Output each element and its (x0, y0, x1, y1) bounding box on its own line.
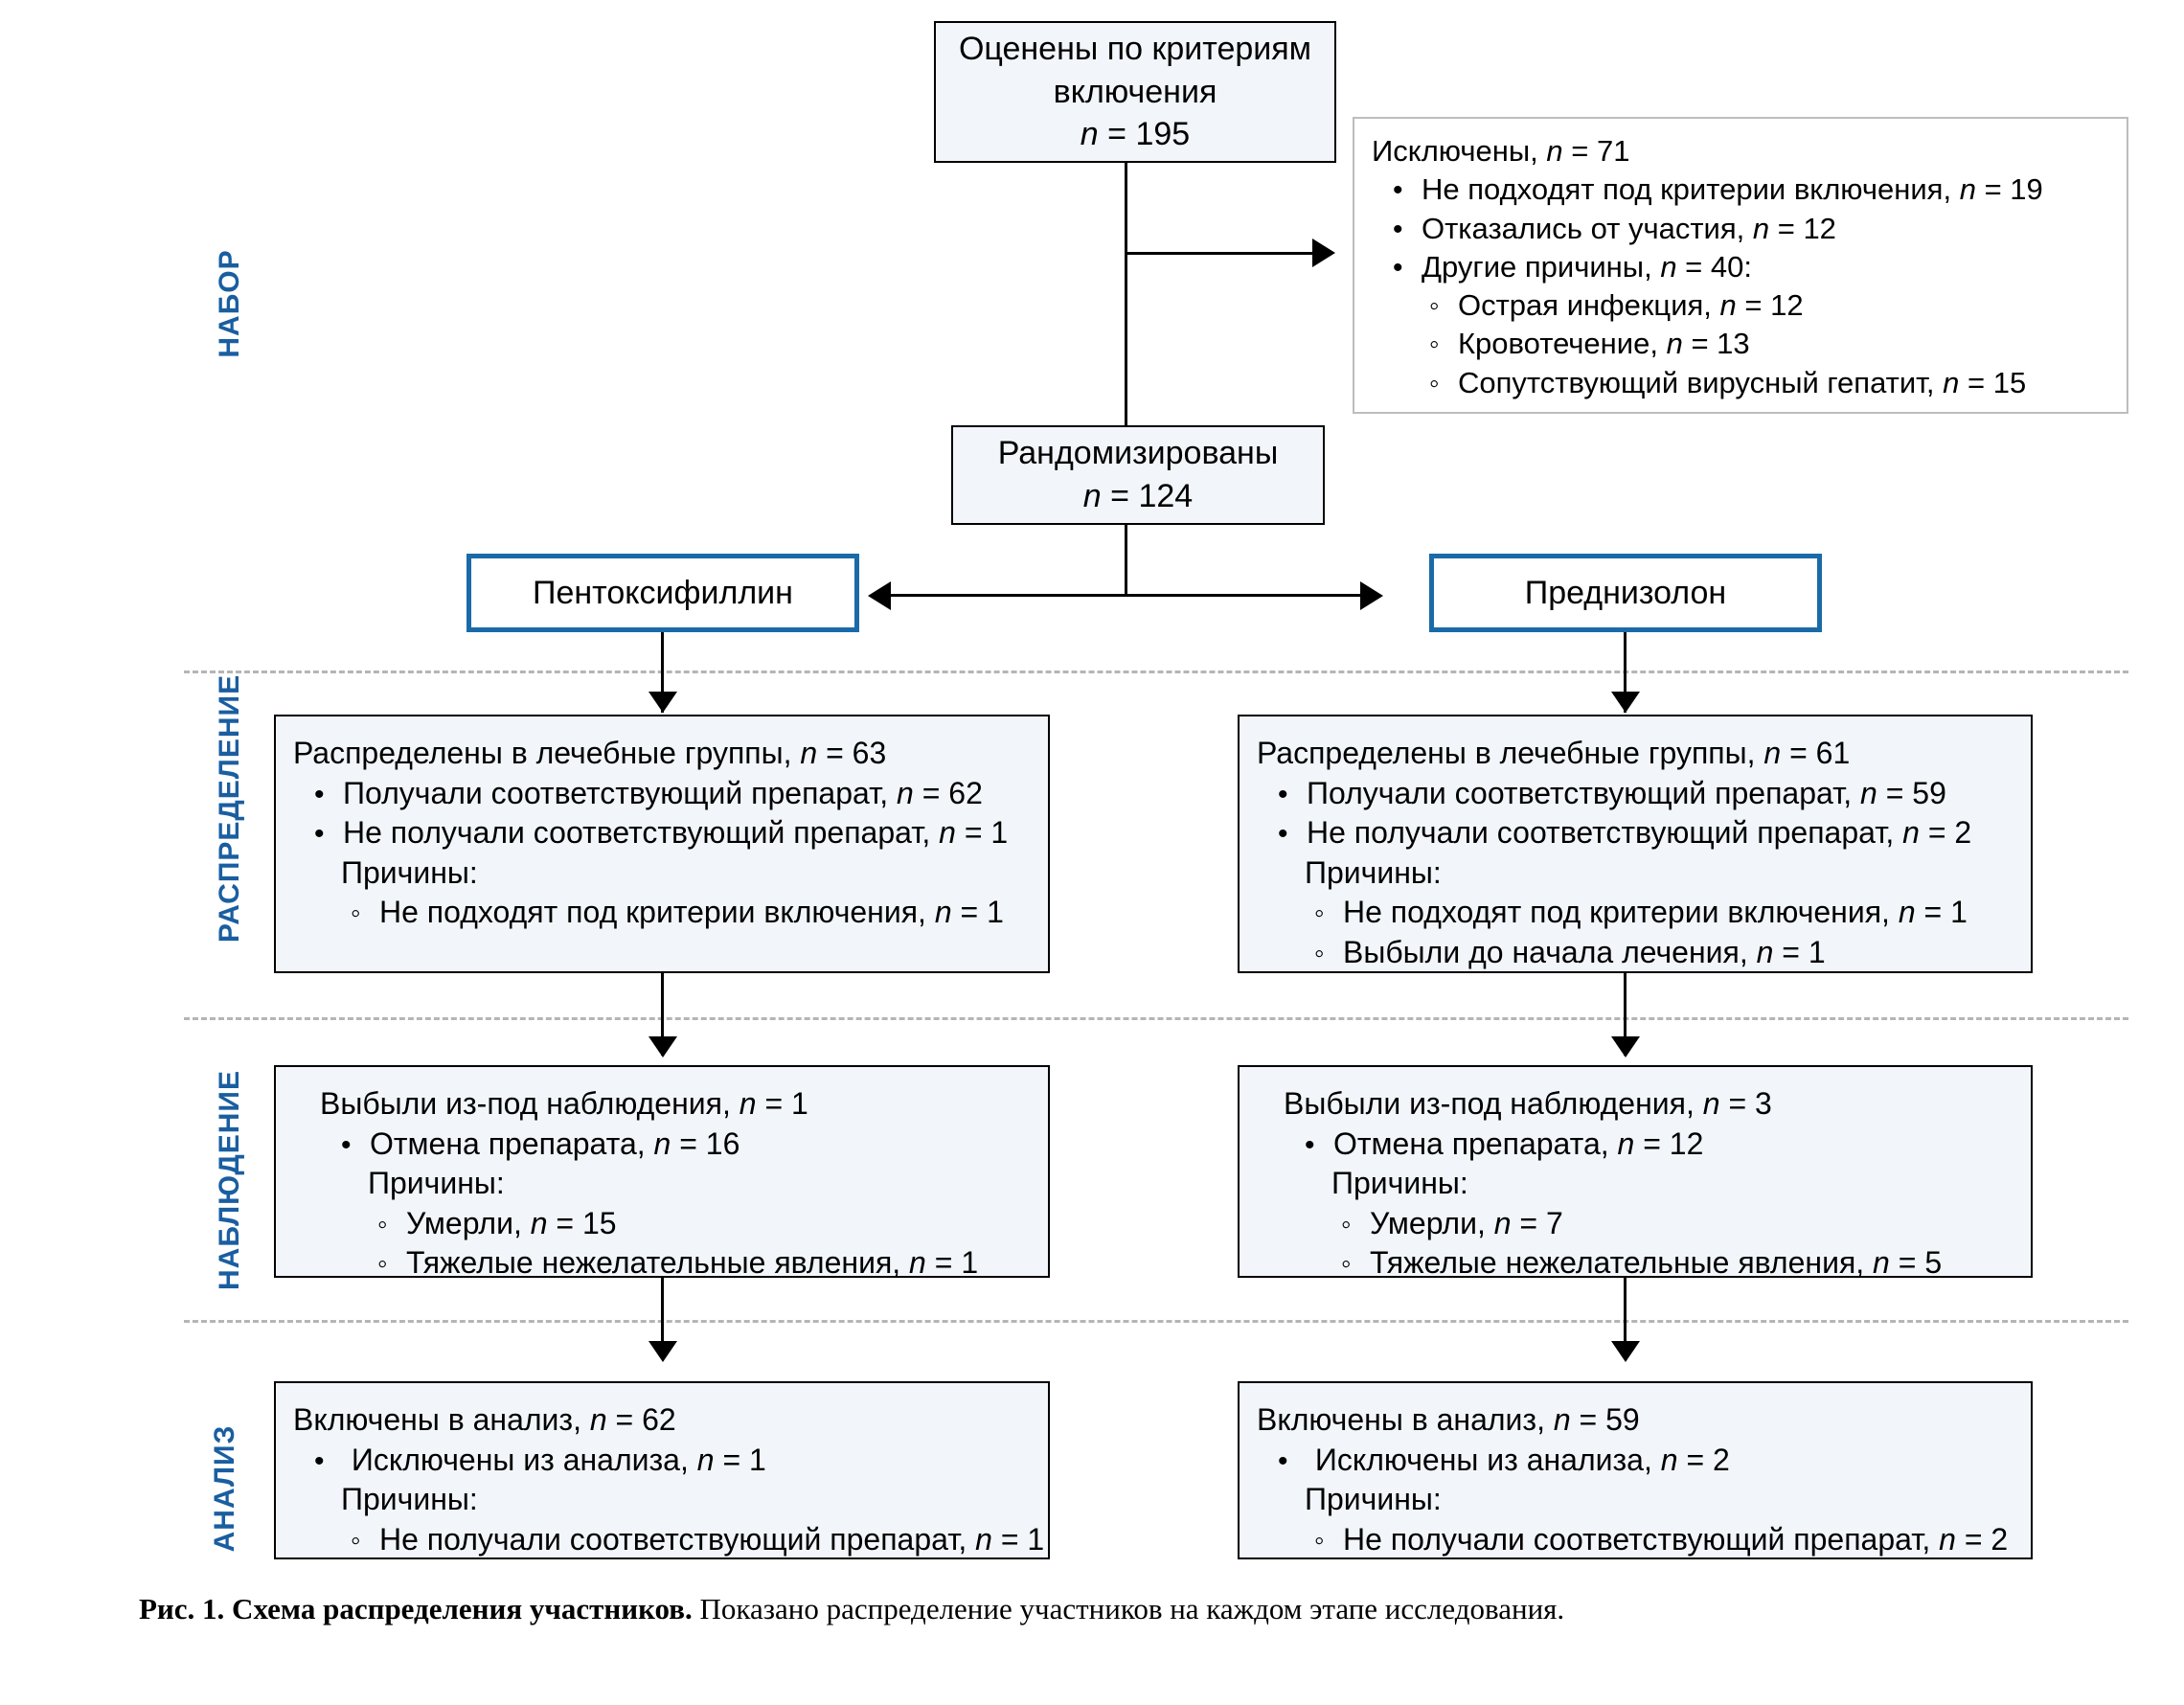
randomized-n: n = 124 (1082, 478, 1194, 514)
allocation-right-item: Не получали соответствующий препарат, n … (1257, 813, 2015, 853)
node-excluded: Исключены, n = 71 Не подходят под критер… (1353, 117, 2128, 414)
followup-right-reasons-label: Причины: (1331, 1166, 1468, 1201)
arrow-to-excluded (1312, 239, 1335, 267)
analysis-left-item: Исключены из анализа, n = 1 (293, 1441, 1033, 1481)
excluded-item: Не подходят под критерии включения, n = … (1372, 170, 2111, 209)
analysis-left-subitem: Не получали соответствующий препарат, n … (293, 1520, 1044, 1560)
connector-arm-right-down (1624, 632, 1627, 713)
arrow-arm-left-down (648, 692, 677, 713)
divider-analysis (184, 1320, 2128, 1323)
stage-label-enrollment: НАБОР (214, 249, 245, 358)
allocation-right-item: Получали соответствующий препарат, n = 5… (1257, 774, 2015, 814)
allocation-right-header: Распределены в лечебные группы, n = 61 (1257, 736, 1851, 770)
stage-label-followup: НАБЛЮДЕНИЕ (214, 1070, 245, 1291)
allocation-right-subitem: Не подходят под критерии включения, n = … (1257, 893, 2015, 933)
arrow-arm-right-down (1611, 692, 1640, 713)
followup-left-subitem: Тяжелые нежелательные явления, n = 1 (293, 1243, 1033, 1284)
connector-assessed-to-randomized (1125, 163, 1127, 425)
allocation-right-subitem: Выбыли до начала лечения, n = 1 (1257, 933, 2015, 973)
connector-randomization-split (891, 594, 1360, 597)
assessed-line-1: Оценены по критериям (958, 30, 1312, 67)
connector-randomized-down (1125, 525, 1127, 596)
arrow-followup-left-down (648, 1341, 677, 1362)
excluded-title: Исключены, n = 71 (1372, 134, 1630, 168)
followup-right-header: Выбыли из-под наблюдения, n = 3 (1284, 1086, 1772, 1121)
figure-caption-body: Показано распределение участников на каж… (692, 1592, 1565, 1625)
analysis-left-reasons-label: Причины: (341, 1482, 478, 1517)
excluded-subitem: Сопутствующий вирусный гепатит, n = 15 (1372, 364, 2111, 402)
arrow-followup-right-down (1611, 1341, 1640, 1362)
arrow-to-arm-right (1360, 581, 1383, 610)
figure-caption: Рис. 1. Схема распределения участников. … (139, 1592, 1564, 1626)
followup-right-item: Отмена препарата, n = 12 (1257, 1125, 2015, 1165)
allocation-left-header: Распределены в лечебные группы, n = 63 (293, 736, 887, 770)
node-analysis-left: Включены в анализ, n = 62 Исключены из а… (274, 1381, 1050, 1559)
connector-followup-right-down (1624, 1278, 1627, 1358)
randomized-line-1: Рандомизированы (997, 435, 1279, 472)
assessed-n: n = 195 (1080, 116, 1191, 153)
followup-right-subitem: Тяжелые нежелательные явления, n = 5 (1257, 1243, 2015, 1284)
excluded-item: Отказались от участия, n = 12 (1372, 210, 2111, 248)
excluded-item: Другие причины, n = 40: (1372, 248, 2111, 286)
followup-left-reasons-label: Причины: (368, 1166, 505, 1201)
allocation-left-item: Не получали соответствующий препарат, n … (293, 813, 1033, 853)
followup-left-subitem: Умерли, n = 15 (293, 1204, 1033, 1244)
node-followup-left: Выбыли из-под наблюдения, n = 1 Отмена п… (274, 1065, 1050, 1280)
arrow-allocation-right-down (1611, 1036, 1640, 1057)
assessed-line-2: включения (1053, 73, 1217, 110)
excluded-subitem: Кровотечение, n = 13 (1372, 325, 2111, 363)
connector-followup-left-down (661, 1278, 664, 1358)
node-followup-right: Выбыли из-под наблюдения, n = 3 Отмена п… (1238, 1065, 2033, 1280)
figure-caption-title: Рис. 1. Схема распределения участников. (139, 1592, 693, 1625)
analysis-right-reasons-label: Причины: (1305, 1482, 1442, 1517)
arm-left-label: Пентоксифиллин (533, 574, 793, 611)
arrow-to-arm-left (868, 581, 891, 610)
analysis-right-subitem: Не получали соответствующий препарат, n … (1257, 1520, 2015, 1560)
arm-right-label: Преднизолон (1524, 574, 1727, 611)
arrow-allocation-left-down (648, 1036, 677, 1057)
connector-arm-left-down (661, 632, 664, 713)
connector-to-excluded (1125, 252, 1316, 255)
connector-allocation-right-down (1624, 973, 1627, 1056)
connector-allocation-left-down (661, 973, 664, 1056)
allocation-left-reasons-label: Причины: (341, 854, 478, 890)
divider-followup (184, 1017, 2128, 1020)
allocation-left-item: Получали соответствующий препарат, n = 6… (293, 774, 1033, 814)
divider-allocation (184, 671, 2128, 673)
followup-right-subitem: Умерли, n = 7 (1257, 1204, 2015, 1244)
allocation-right-reasons-label: Причины: (1305, 854, 1442, 890)
node-analysis-right: Включены в анализ, n = 59 Исключены из а… (1238, 1381, 2033, 1559)
followup-left-header: Выбыли из-под наблюдения, n = 1 (320, 1086, 808, 1121)
stage-label-analysis: АНАЛИЗ (209, 1424, 240, 1553)
allocation-left-subitem: Не подходят под критерии включения, n = … (293, 893, 1033, 933)
node-assessed-for-eligibility: Оценены по критериям включения n = 195 (934, 21, 1336, 163)
stage-label-allocation: РАСПРЕДЕЛЕНИЕ (214, 673, 245, 943)
analysis-right-item: Исключены из анализа, n = 2 (1257, 1441, 2015, 1481)
node-allocation-left: Распределены в лечебные группы, n = 63 П… (274, 715, 1050, 973)
analysis-right-header: Включены в анализ, n = 59 (1257, 1402, 1640, 1437)
node-randomized: Рандомизированы n = 124 (951, 425, 1325, 525)
analysis-left-header: Включены в анализ, n = 62 (293, 1402, 676, 1437)
node-allocation-right: Распределены в лечебные группы, n = 61 П… (1238, 715, 2033, 973)
node-arm-prednisolone: Преднизолон (1429, 554, 1822, 632)
excluded-subitem: Острая инфекция, n = 12 (1372, 286, 2111, 325)
node-arm-pentoxifylline: Пентоксифиллин (466, 554, 859, 632)
followup-left-item: Отмена препарата, n = 16 (293, 1125, 1033, 1165)
